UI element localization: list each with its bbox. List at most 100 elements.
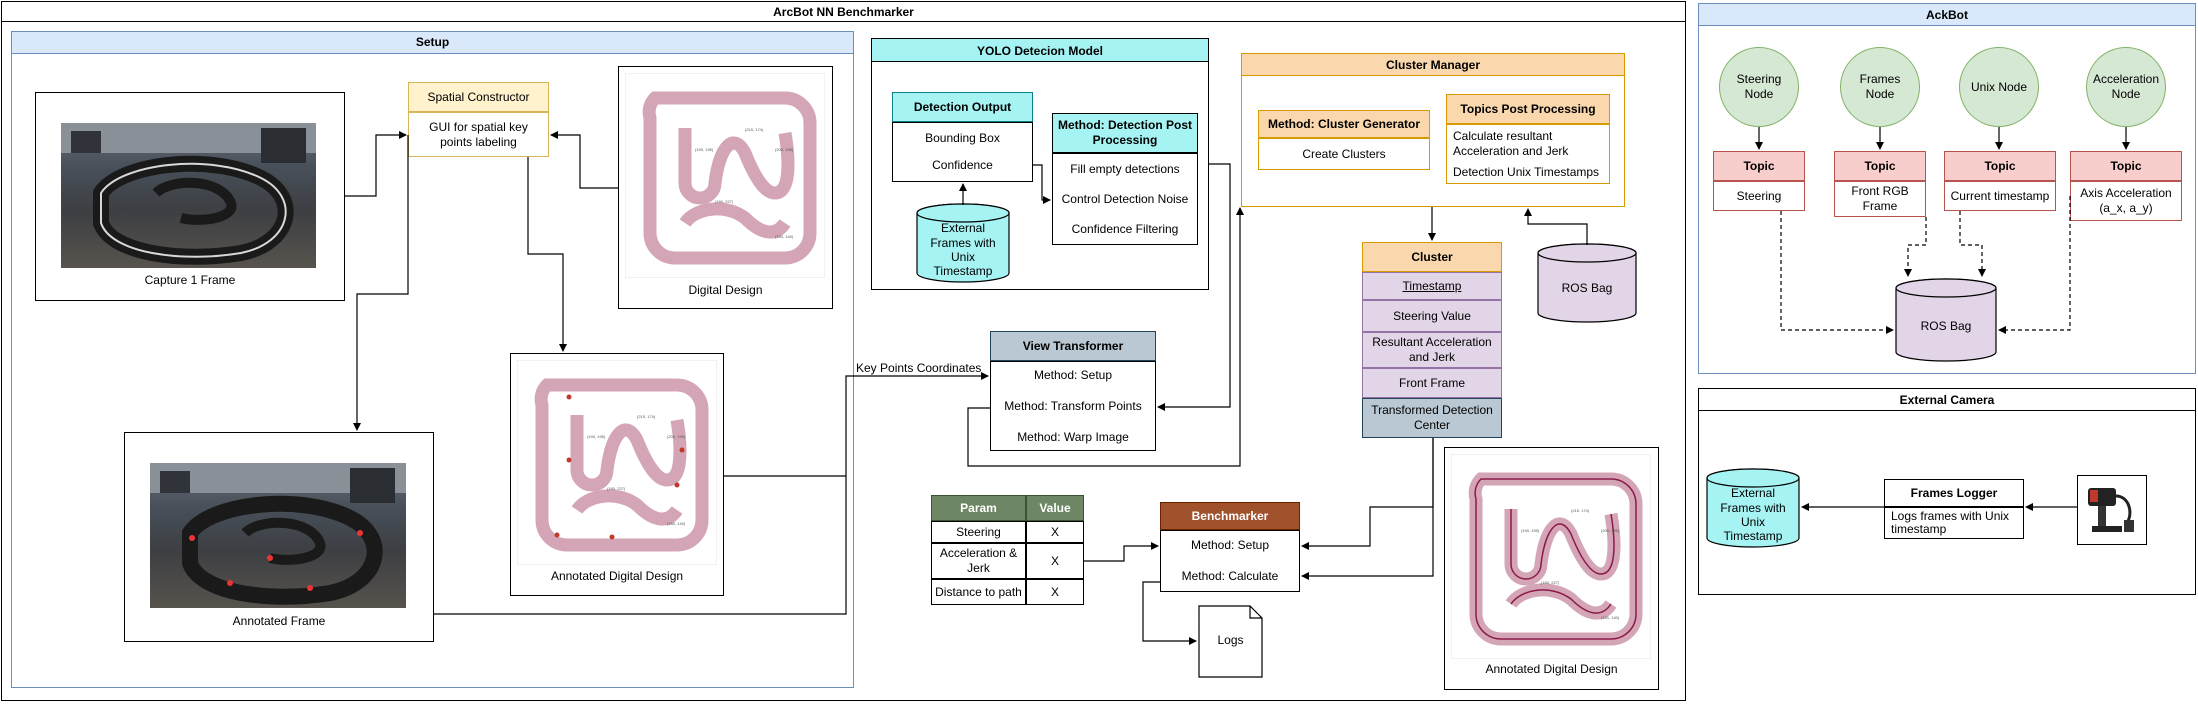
svg-text:(180, 140): (180, 140): [775, 234, 794, 239]
annotated-digital-right-track: (190, 195)(215, 174)(200, 195)(180, 227)…: [1450, 453, 1652, 660]
post-item-noise: Control Detection Noise: [1061, 191, 1189, 206]
topic-accel-title: Topic: [2070, 151, 2182, 181]
det-item-bbox: Bounding Box: [925, 131, 1000, 145]
svg-text:(200, 195): (200, 195): [775, 147, 794, 152]
acceleration-node: Acceleration Node: [2086, 47, 2166, 127]
cluster-generator-title: Method: Cluster Generator: [1258, 110, 1430, 138]
yolo-external-frames-label: External Frames with Unix Timestamp: [930, 221, 996, 279]
bench-method-calculate: Method: Calculate: [1181, 569, 1279, 583]
topics-item-accel: Calculate resultant Acceleration and Jer…: [1453, 128, 1569, 158]
post-processing-body: Fill empty detections Control Detection …: [1052, 153, 1198, 245]
annotated-frame-photo: [150, 463, 406, 608]
svg-text:(180, 227): (180, 227): [607, 486, 626, 491]
topic-unix-title: Topic: [1944, 151, 2056, 181]
cluster-item-steering: Steering Value: [1362, 300, 1502, 332]
vt-method-warp: Method: Warp Image: [1017, 429, 1129, 444]
topic-unix-body: Current timestamp: [1944, 181, 2056, 211]
value-row-distance: X: [1026, 579, 1084, 605]
topic-accel-body: Axis Acceleration (a_x, a_y): [2070, 181, 2182, 221]
external-camera-title: External Camera: [1699, 389, 2195, 411]
svg-text:(180, 227): (180, 227): [1541, 580, 1560, 585]
annotated-digital-right-caption: Annotated Digital Design: [1485, 662, 1618, 676]
param-row-accel: Acceleration & Jerk: [931, 543, 1026, 579]
annotated-frame-panel: [124, 432, 434, 642]
logs-document: Logs: [1198, 605, 1263, 678]
cluster-item-front-frame: Front Frame: [1362, 368, 1502, 398]
svg-text:(180, 140): (180, 140): [667, 521, 686, 526]
camera-external-frames-label: External Frames with Unix Timestamp: [1720, 486, 1786, 544]
logs-label: Logs: [1217, 633, 1244, 647]
topic-steering-title: Topic: [1713, 151, 1805, 181]
cluster-generator-body: Create Clusters: [1258, 138, 1430, 170]
ackbot-ros-bag-label: ROS Bag: [1920, 318, 1972, 333]
vt-method-setup: Method: Setup: [1033, 367, 1113, 382]
camera-image: [2077, 475, 2147, 545]
annotated-digital-caption: Annotated Digital Design: [550, 569, 684, 583]
cluster-item-accel: Resultant Acceleration and Jerk: [1362, 332, 1502, 368]
post-item-confidence: Confidence Filtering: [1071, 221, 1179, 236]
value-row-accel: X: [1026, 543, 1084, 579]
svg-text:(215, 174): (215, 174): [745, 127, 764, 132]
topics-item-unix: Detection Unix Timestamps: [1453, 164, 1600, 179]
capture-photo: [61, 123, 316, 268]
main-title: ArcBot NN Benchmarker: [2, 2, 1685, 22]
digital-design-track: (190, 195) (215, 174) (200, 195) (180, 227)…: [624, 72, 826, 279]
vt-method-transform: Method: Transform Points: [1004, 398, 1142, 413]
frames-logger-title: Frames Logger: [1884, 479, 2024, 507]
svg-text:(200, 195): (200, 195): [667, 434, 686, 439]
main-ros-bag-db: ROS Bag: [1537, 243, 1637, 323]
topic-frames-body: Front RGB Frame: [1834, 181, 1926, 217]
spatial-constructor-body: GUI for spatial key points labeling: [408, 112, 549, 157]
ackbot-ros-bag-db: ROS Bag: [1895, 278, 1997, 362]
setup-title: Setup: [12, 32, 853, 54]
capture-frame-panel: [35, 92, 345, 301]
cluster-manager-title: Cluster Manager: [1242, 54, 1624, 76]
annotated-frame-caption: Annotated Frame: [232, 614, 326, 628]
annotated-digital-track: (190, 195) (215, 174) (200, 195) (180, 227)…: [516, 359, 718, 566]
topics-post-body: Calculate resultant Acceleration and Jer…: [1446, 124, 1610, 184]
main-ros-bag-label: ROS Bag: [1561, 280, 1613, 295]
frames-logger-body: Logs frames with Unix timestamp: [1884, 507, 2024, 539]
digital-design-panel: [618, 66, 833, 309]
benchmarker-body: Method: Setup Method: Calculate: [1160, 530, 1300, 592]
spatial-constructor-title: Spatial Constructor: [408, 82, 549, 112]
unix-node: Unix Node: [1959, 47, 2039, 127]
yolo-title: YOLO Detecion Model: [872, 39, 1208, 62]
svg-text:(215, 174): (215, 174): [637, 414, 656, 419]
detection-output-body: Bounding Box Confidence: [892, 122, 1033, 182]
frames-node: Frames Node: [1840, 47, 1920, 127]
steering-node: Steering Node: [1719, 47, 1799, 127]
svg-text:(190, 195): (190, 195): [695, 147, 714, 152]
yolo-external-frames-db: External Frames with Unix Timestamp: [916, 203, 1010, 283]
digital-design-caption: Digital Design: [688, 283, 763, 297]
topic-steering-body: Steering: [1713, 181, 1805, 211]
detection-output-title: Detection Output: [892, 92, 1033, 122]
det-item-confidence: Confidence: [932, 158, 993, 172]
svg-text:(190, 195): (190, 195): [587, 434, 606, 439]
topic-frames-title: Topic: [1834, 151, 1926, 181]
param-row-distance: Distance to path: [931, 579, 1026, 605]
capture-caption: Capture 1 Frame: [144, 273, 236, 287]
ackbot-title: AckBot: [1699, 4, 2195, 26]
svg-text:(215, 174): (215, 174): [1571, 508, 1590, 513]
cluster-item-timestamp: Timestamp: [1362, 272, 1502, 300]
post-item-fill: Fill empty detections: [1070, 161, 1180, 176]
value-row-steering: X: [1026, 521, 1084, 543]
cluster-item-detection-center: Transformed Detection Center: [1362, 398, 1502, 438]
post-processing-title: Method: Detection Post Processing: [1052, 113, 1198, 153]
value-header: Value: [1026, 495, 1084, 521]
benchmarker-title: Benchmarker: [1160, 502, 1300, 530]
topics-post-title: Topics Post Processing: [1446, 94, 1610, 124]
camera-external-frames-db: External Frames with Unix Timestamp: [1706, 468, 1800, 548]
bench-method-setup: Method: Setup: [1190, 538, 1270, 552]
svg-text:(180, 227): (180, 227): [715, 199, 734, 204]
param-header: Param: [931, 495, 1026, 521]
annotated-digital-right-panel: [1444, 447, 1659, 690]
svg-text:(190, 195): (190, 195): [1521, 528, 1540, 533]
view-transformer-title: View Transformer: [990, 331, 1156, 361]
cluster-timestamp-text: Timestamp: [1402, 278, 1462, 293]
cluster-title: Cluster: [1362, 242, 1502, 272]
svg-text:(180, 140): (180, 140): [1601, 615, 1620, 620]
param-row-steering: Steering: [931, 521, 1026, 543]
view-transformer-body: Method: Setup Method: Transform Points M…: [990, 361, 1156, 451]
